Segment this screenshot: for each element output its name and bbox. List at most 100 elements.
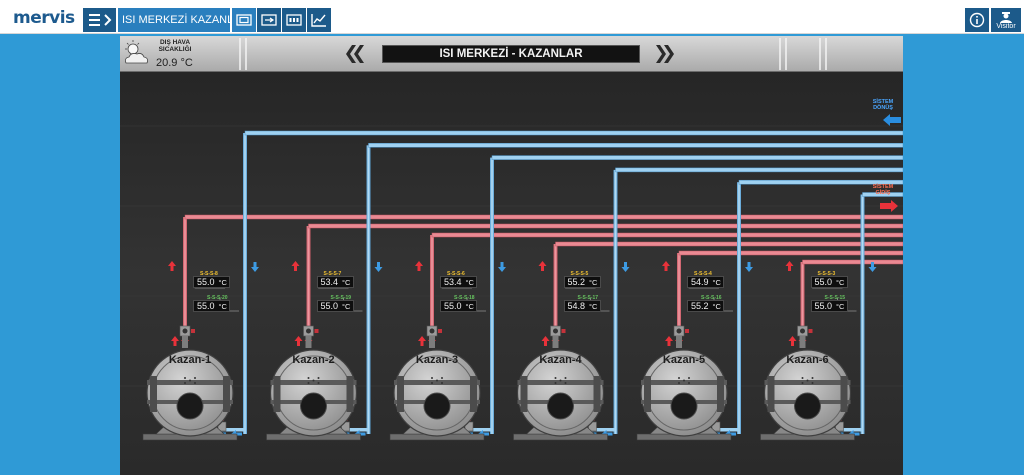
supply-pipe-vertical — [183, 217, 187, 326]
boiler-door — [176, 392, 204, 420]
return-temperature-value[interactable]: 54.8°C — [563, 300, 601, 312]
fullscreen-icon — [236, 14, 252, 26]
supply-pipe-header — [555, 241, 903, 247]
supply-temperature-value[interactable]: 53.4°C — [440, 276, 477, 288]
return-pipe-vertical — [613, 169, 618, 434]
visitor-button[interactable]: Visitor — [991, 8, 1021, 32]
outdoor-temp-value: 20.9 °C — [156, 57, 193, 69]
menu-button[interactable] — [83, 8, 116, 32]
system-supply-label: SİSTEM GİDİŞ — [872, 184, 894, 196]
line-chart-icon — [311, 14, 326, 27]
boiler-name[interactable]: Kazan-1 — [168, 354, 212, 366]
supply-up-arrow — [291, 261, 300, 271]
supply-sensor-tag: S-S-S-5 — [570, 271, 589, 277]
boiler-6 — [760, 325, 855, 441]
supply-temperature-value[interactable]: 55.0°C — [810, 276, 848, 288]
boiler-3 — [389, 325, 485, 441]
return-pipe-vertical — [490, 157, 494, 434]
return-sensor-tag: S-S-S-18 — [454, 295, 475, 301]
info-button[interactable] — [965, 8, 989, 32]
return-pipe-vertical — [737, 182, 741, 434]
supply-temperature-value[interactable]: 55.2°C — [563, 276, 601, 288]
return-temperature-value[interactable]: 55.2°C — [687, 300, 724, 312]
window-button[interactable] — [257, 8, 281, 32]
return-pipe-stub — [709, 428, 739, 432]
return-pipe-vertical — [860, 194, 865, 434]
scada-panel: DIŞ HAVA SICAKLIĞI 20.9 °C ISI MERKEZİ -… — [120, 36, 903, 475]
return-pipe-vertical — [243, 133, 247, 434]
return-sensor-tag: S-S-S-20 — [207, 295, 228, 301]
supply-up-arrow — [665, 336, 673, 346]
outdoor-temp-label: DIŞ HAVA SICAKLIĞI — [158, 39, 192, 53]
return-temperature-value[interactable]: 55.0°C — [193, 300, 230, 312]
supply-up-arrow — [171, 336, 179, 346]
supply-pipe-vertical — [430, 235, 434, 326]
tab-isi-merkezi-kazanlar[interactable]: ISI MERKEZİ KAZANLAR — [118, 8, 249, 32]
user-icon — [1000, 11, 1012, 23]
boiler-name[interactable]: Kazan-6 — [786, 354, 829, 366]
return-pipe-stub — [215, 428, 245, 432]
visitor-label: Visitor — [996, 22, 1016, 30]
system-return-arrow — [883, 114, 901, 126]
return-temperature-value[interactable]: 55.0°C — [810, 300, 848, 312]
return-down-arrow — [374, 262, 383, 272]
return-sensor-tag: S-S-S-15 — [824, 295, 846, 301]
return-temperature-value[interactable]: 55.0°C — [316, 300, 354, 312]
supply-sensor-tag: S-S-S-7 — [323, 271, 342, 277]
tab-title-label: ISI MERKEZİ KAZANLAR — [122, 14, 249, 26]
return-pipe-header — [615, 167, 903, 173]
boiler-name[interactable]: Kazan-5 — [662, 354, 706, 366]
chart-button[interactable] — [307, 8, 331, 32]
supply-sensor-tag: S-S-S-3 — [817, 271, 836, 277]
return-pipe-header — [862, 192, 903, 197]
supply-up-arrow — [294, 336, 303, 346]
hamburger-icon — [88, 14, 111, 26]
info-icon — [969, 12, 985, 28]
boiler-room-diagram — [120, 36, 903, 475]
supply-temperature-value[interactable]: 53.4°C — [316, 276, 354, 288]
fullscreen-button[interactable] — [232, 8, 256, 32]
supply-up-arrow — [168, 261, 176, 271]
return-pipe-header — [491, 155, 903, 160]
chevron-right-icon — [103, 14, 111, 26]
supply-temperature-value[interactable]: 55.0°C — [193, 276, 230, 288]
boiler-1 — [142, 325, 238, 441]
boiler-name[interactable]: Kazan-4 — [539, 354, 582, 366]
return-pipe-header — [244, 130, 903, 136]
supply-sensor-tag: S-S-S-4 — [694, 271, 712, 277]
system-supply-arrow — [880, 200, 898, 212]
boiler-name[interactable]: Kazan-2 — [292, 354, 335, 366]
top-bar: mervis ISI MERKEZİ KAZANLAR — [0, 0, 1024, 34]
boiler-door — [547, 392, 574, 420]
boiler-4 — [513, 325, 608, 441]
return-down-arrow — [621, 262, 630, 272]
boiler-name[interactable]: Kazan-3 — [415, 354, 459, 366]
return-temperature-value[interactable]: 55.0°C — [440, 300, 477, 312]
zoom-100-button[interactable] — [282, 8, 306, 32]
return-pipe-header — [368, 143, 903, 148]
system-return-label: SİSTEM DÖNÜŞ — [872, 99, 894, 111]
boiler-door — [300, 392, 327, 420]
boiler-door — [794, 392, 821, 420]
boiler-door — [670, 392, 698, 420]
logo[interactable]: mervis — [13, 8, 75, 28]
supply-temperature-value[interactable]: 54.9°C — [687, 276, 724, 288]
boiler-2 — [266, 325, 361, 441]
return-sensor-tag: S-S-S-19 — [330, 295, 352, 301]
return-pipe-header — [738, 179, 903, 185]
supply-up-arrow — [785, 261, 794, 271]
page-title: ISI MERKEZİ - KAZANLAR — [382, 45, 640, 63]
supply-pipe-vertical — [677, 253, 681, 326]
return-sensor-tag: S-S-S-17 — [577, 295, 599, 301]
supply-up-arrow — [662, 261, 670, 271]
supply-up-arrow — [541, 336, 550, 346]
return-down-arrow — [868, 262, 877, 272]
boiler-5 — [636, 325, 732, 441]
return-down-arrow — [745, 262, 753, 272]
boiler-door — [423, 392, 451, 420]
return-pipe-stub — [462, 428, 492, 432]
weather-widget: DIŞ HAVA SICAKLIĞI 20.9 °C — [120, 36, 202, 72]
supply-up-arrow — [788, 336, 797, 346]
return-pipe-stub — [585, 428, 616, 432]
supply-sensor-tag: S-S-S-6 — [447, 271, 465, 277]
